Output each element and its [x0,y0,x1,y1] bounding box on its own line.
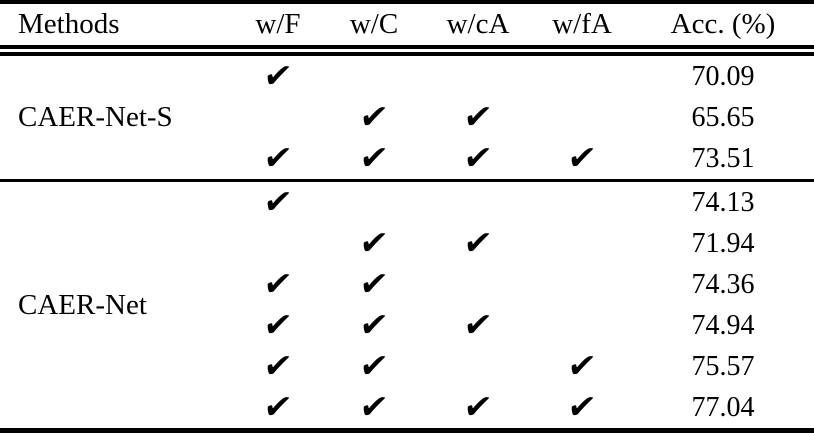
check-cell: ✔ [232,346,324,387]
empty-cell [532,97,632,138]
empty-cell [424,51,532,98]
table-row: CAER-Net-S ✔ 70.09 [0,51,814,134]
accuracy-value: 65.65 [691,101,755,133]
checkmark-icon: ✔ [261,181,295,221]
empty-cell [532,51,632,98]
checkmark-icon: ✔ [261,55,295,95]
checkmark-icon: ✔ [461,137,495,177]
empty-cell [232,97,324,138]
check-cell: ✔ [532,387,632,431]
method-label: CAER-Net-S [18,101,173,133]
empty-cell [424,181,532,224]
method-label: CAER-Net [18,288,147,321]
group-caer-net-s: CAER-Net-S✔70.09✔✔65.65✔✔✔✔73.51 [0,51,814,181]
column-header-wc: w/C [324,2,424,56]
check-cell: ✔ [232,387,324,431]
check-cell: ✔ [232,181,324,224]
accuracy-value: 70.09 [691,60,755,92]
empty-cell [424,346,532,387]
accuracy-value: 75.57 [691,350,755,382]
accuracy-value: 74.94 [691,309,755,341]
accuracy-value: 77.04 [691,391,755,423]
table-row: ✔ ✔ 65.65 [0,97,814,138]
check-cell: ✔ [232,51,324,98]
column-header-wf: w/F [232,2,324,56]
empty-cell [324,181,424,224]
header-row: Methods w/F w/C w/cA w/fA Acc. (%) [0,2,814,56]
checkmark-icon: ✔ [357,222,391,262]
checkmark-icon: ✔ [357,137,391,177]
check-cell: ✔ [324,264,424,305]
check-cell: ✔ [424,305,532,346]
accuracy-value: 74.13 [691,186,755,218]
check-cell: ✔ [324,138,424,181]
checkmark-icon: ✔ [261,386,295,426]
check-cell: ✔ [424,97,532,138]
table-row: ✔ ✔ ✔ 75.57 [0,346,814,387]
check-cell: ✔ [232,138,324,181]
checkmark-icon: ✔ [461,222,495,262]
check-cell: ✔ [232,305,324,346]
check-cell: ✔ [324,305,424,346]
checkmark-icon: ✔ [357,386,391,426]
checkmark-icon: ✔ [461,304,495,344]
checkmark-icon: ✔ [565,137,599,177]
checkmark-icon: ✔ [261,345,295,385]
check-cell: ✔ [424,223,532,264]
empty-cell [232,223,324,264]
check-cell: ✔ [324,97,424,138]
accuracy-value: 74.36 [691,268,755,300]
checkmark-icon: ✔ [357,263,391,303]
table-row: ✔ ✔ 74.36 [0,264,814,305]
table-row: CAER-Net ✔ 74.13 [0,181,814,321]
empty-cell [532,264,632,305]
accuracy-value: 71.94 [691,227,755,259]
column-header-methods: Methods [0,2,232,56]
empty-cell [532,223,632,264]
checkmark-icon: ✔ [357,96,391,136]
empty-cell [532,181,632,224]
check-cell: ✔ [424,387,532,431]
accuracy-value: 73.51 [691,142,755,174]
checkmark-icon: ✔ [565,386,599,426]
empty-cell [324,51,424,98]
check-cell: ✔ [532,138,632,181]
empty-cell [424,264,532,305]
column-header-wfa: w/fA [532,2,632,56]
table-row: ✔ ✔ ✔ 74.94 [0,305,814,346]
check-cell: ✔ [532,346,632,387]
column-header-accuracy: Acc. (%) [632,2,814,56]
group-caer-net: CAER-Net✔74.13✔✔71.94✔✔74.36✔✔✔74.94✔✔✔7… [0,181,814,431]
checkmark-icon: ✔ [261,137,295,177]
checkmark-icon: ✔ [261,263,295,303]
checkmark-icon: ✔ [461,386,495,426]
column-header-wca: w/cA [424,2,532,56]
checkmark-icon: ✔ [461,96,495,136]
checkmark-icon: ✔ [357,345,391,385]
check-cell: ✔ [324,346,424,387]
check-cell: ✔ [324,387,424,431]
check-cell: ✔ [424,138,532,181]
table-row: ✔ ✔ ✔ ✔ 77.04 [0,387,814,431]
table-row: ✔ ✔ ✔ ✔ 73.51 [0,138,814,181]
check-cell: ✔ [324,223,424,264]
checkmark-icon: ✔ [565,345,599,385]
check-cell: ✔ [232,264,324,305]
table-row: ✔ ✔ 71.94 [0,223,814,264]
checkmark-icon: ✔ [357,304,391,344]
empty-cell [532,305,632,346]
checkmark-icon: ✔ [261,304,295,344]
